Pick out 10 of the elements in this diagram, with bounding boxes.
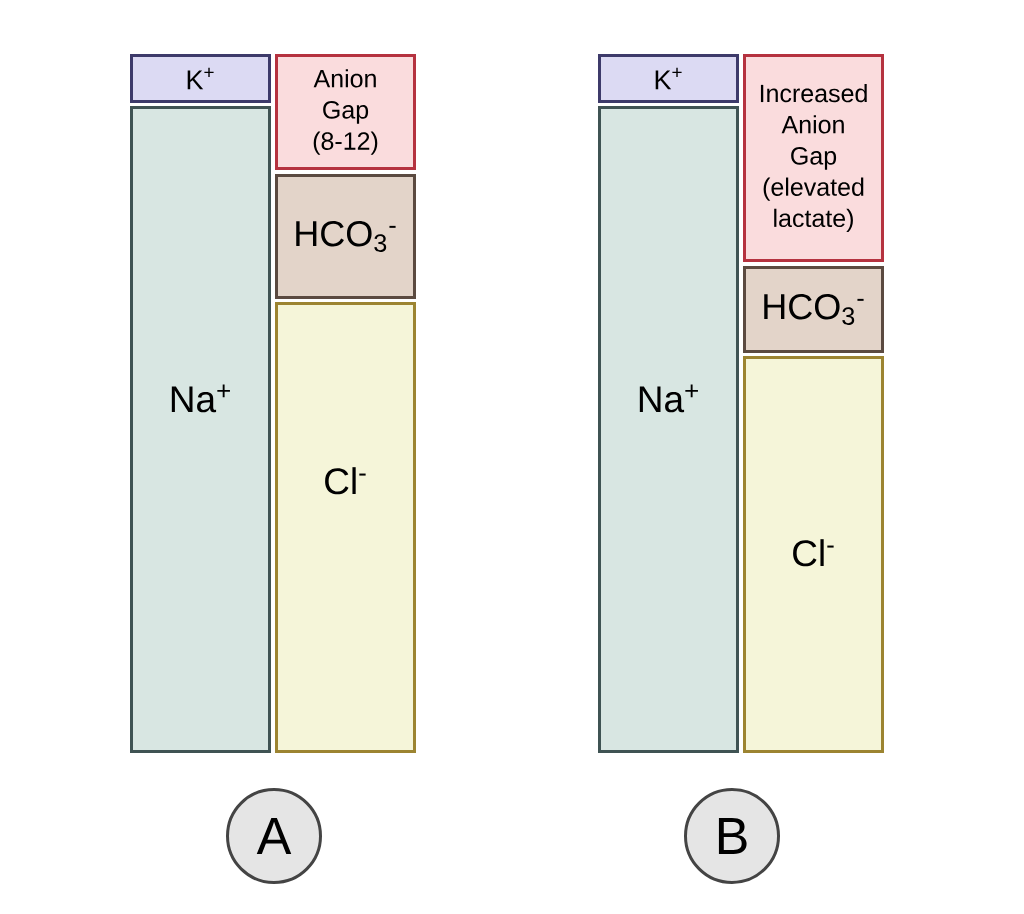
ion-bar: HCO$_{3}$-: [275, 174, 416, 299]
ion-bar: Cl$^{-}$: [275, 302, 416, 753]
ion-bar: Increased Anion Gap (elevated lactate): [743, 54, 884, 262]
ion-bar: Na$^{+}$: [130, 106, 271, 753]
ion-bar: Anion Gap (8-12): [275, 54, 416, 170]
ion-bar: Na$^{+}$: [598, 106, 739, 753]
ion-bar: K$^{+}$: [598, 54, 739, 103]
ion-bar: HCO$_{3}$-: [743, 266, 884, 353]
ion-bar: Cl$^{-}$: [743, 356, 884, 753]
ion-bar: K$^{+}$: [130, 54, 271, 103]
